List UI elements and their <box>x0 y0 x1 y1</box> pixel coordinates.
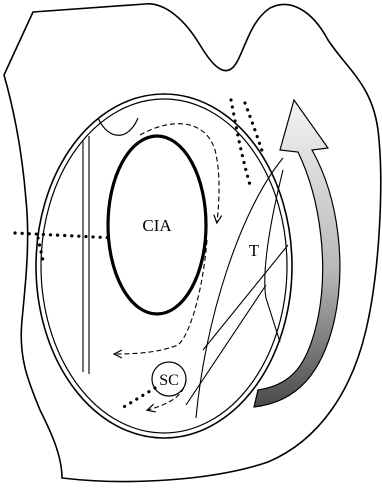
dotted-line-top-right-2 <box>245 103 263 154</box>
dotted-line-bottom <box>122 388 155 408</box>
t-region-line-diag <box>203 245 288 350</box>
dashed-arrow-top <box>140 124 219 222</box>
dotted-line-left <box>15 233 114 238</box>
t-label: T <box>249 241 260 260</box>
sc-label: SC <box>159 372 179 389</box>
t-region-line-left <box>196 158 283 418</box>
cia-label: CIA <box>142 216 172 235</box>
